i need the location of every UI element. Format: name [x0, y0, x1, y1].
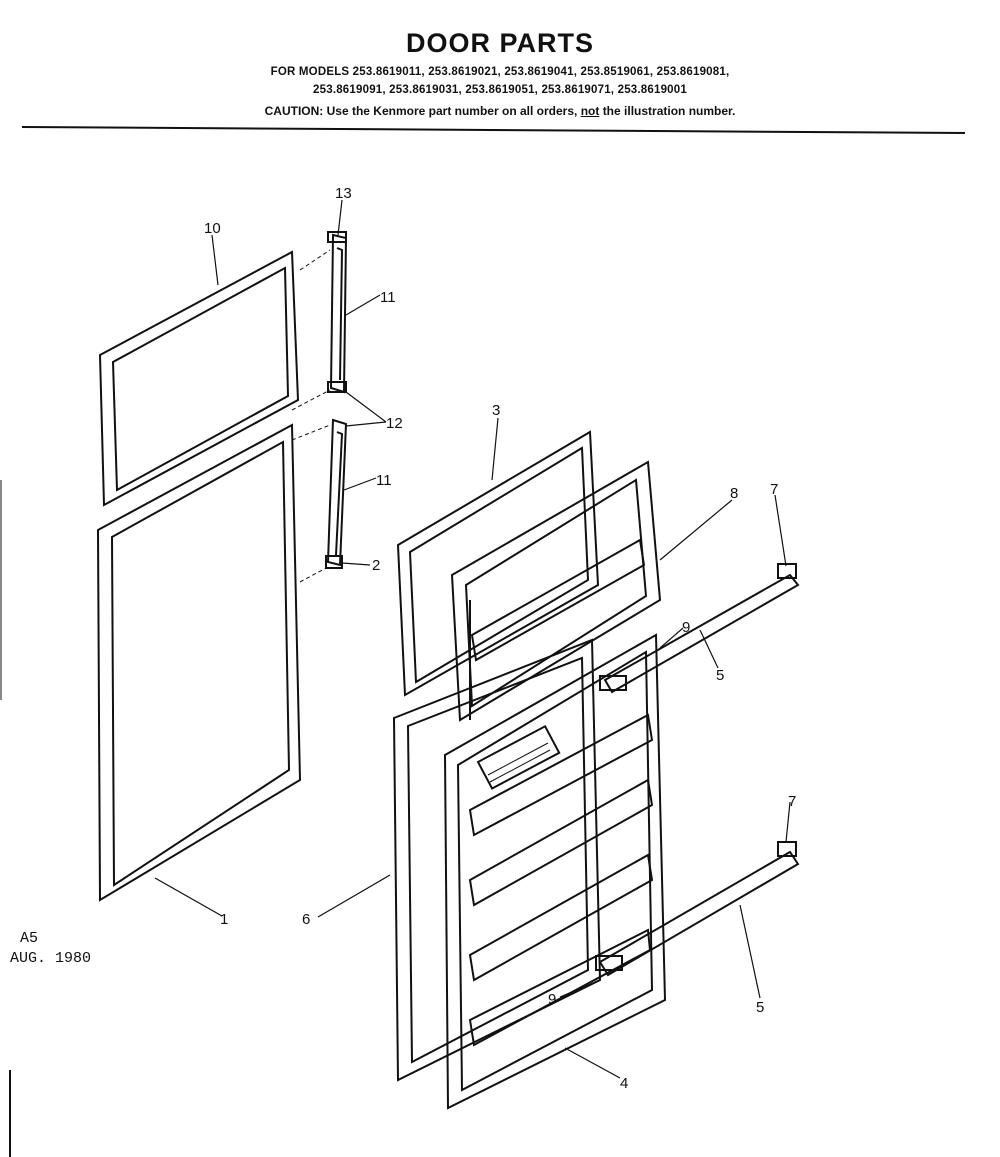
caution-prefix: CAUTION: Use the Kenmore part number on … [264, 104, 578, 118]
stamp-code: A5 [20, 930, 39, 947]
callout-10: 10 [204, 220, 221, 237]
hinge-leader-dashes [291, 249, 331, 583]
stamp-date: AUG. 1980 [10, 950, 92, 967]
callout-9-lower: 9 [548, 991, 556, 1008]
part-9-upper-rail-bracket [599, 675, 627, 691]
part-8-freezer-door-liner [450, 460, 662, 722]
callout-9-upper: 9 [682, 619, 690, 636]
caution-suffix: the illustration number. [602, 104, 736, 118]
callout-12: 12 [386, 415, 403, 432]
callout-7-lower: 7 [788, 793, 796, 810]
caution-not: not [580, 104, 600, 118]
part-7-lower-rail-cap [777, 841, 797, 857]
part-7-upper-rail-cap [777, 563, 797, 579]
callout-7-upper: 7 [770, 481, 778, 498]
part-9-lower-rail-bracket [595, 955, 623, 971]
models-line-2: 253.8619091, 253.8619031, 253.8619051, 2… [313, 84, 687, 96]
header-rule [21, 126, 966, 134]
part-10-freezer-gasket [98, 250, 300, 507]
part-4-fresh-food-door-liner [443, 633, 667, 1110]
callout-11-lower: 11 [376, 472, 392, 489]
part-6-fresh-food-panel-gasket [392, 638, 602, 1082]
callout-5-upper: 5 [716, 667, 724, 684]
page-title: DOOR PARTS [405, 28, 594, 58]
callout-leaders [154, 199, 791, 1079]
part-5-lower-shelf-rail [595, 841, 800, 977]
callout-6: 6 [302, 911, 310, 928]
callout-8: 8 [730, 485, 738, 502]
part-1-fresh-food-gasket [96, 423, 302, 902]
butter-compartment-ribs [487, 742, 551, 783]
part-11-lower-hinge [325, 418, 348, 569]
callout-5-lower: 5 [756, 999, 764, 1016]
part-5-upper-shelf-rail [599, 563, 800, 694]
part-11-upper-hinge [327, 231, 348, 394]
part-3-freezer-panel-gasket [396, 430, 600, 697]
callout-3: 3 [492, 402, 500, 419]
callout-11-upper: 11 [380, 289, 396, 306]
callout-2: 2 [372, 557, 380, 574]
caution-note: CAUTION: Use the Kenmore part number on … [0, 104, 1000, 118]
callout-4: 4 [620, 1075, 628, 1092]
callout-1: 1 [220, 911, 228, 928]
callout-13: 13 [335, 185, 352, 202]
models-line-1: FOR MODELS 253.8619011, 253.8619021, 253… [270, 66, 730, 78]
